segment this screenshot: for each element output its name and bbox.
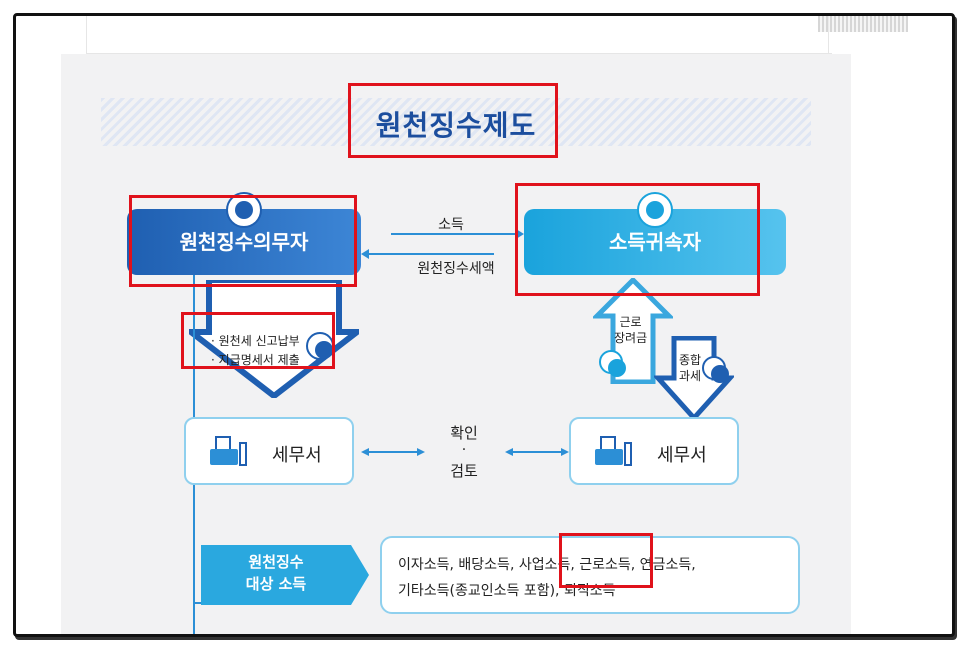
divider (86, 53, 832, 54)
header-image (818, 16, 908, 32)
tax-office-label: 세무서 (657, 445, 707, 466)
head-gear-icon (226, 192, 262, 228)
highlight-obligations (181, 312, 335, 369)
download-icon (306, 332, 334, 360)
printer-icon (595, 436, 632, 466)
person-icon (637, 192, 673, 228)
withholder-label: 원천징수의무자 (179, 230, 309, 254)
income-label: 소득 (438, 217, 464, 233)
arrowhead-right (516, 229, 524, 239)
download-icon (702, 356, 729, 383)
income-types-line1: 이자소득, 배당소득, 사업소득, 근로소득, 연금소득, (398, 557, 696, 573)
tax-office-label: 세무서 (272, 445, 322, 466)
divider (828, 16, 829, 54)
tax-office-left: 세무서 (184, 417, 354, 485)
printer-icon (210, 436, 247, 466)
check-label: 확인 (450, 424, 478, 442)
highlight-title (348, 83, 558, 158)
highlight-earner (515, 183, 760, 296)
check-dot: · (461, 442, 467, 458)
withholding-amount-label: 원천징수세액 (417, 261, 495, 277)
arrowhead-left (361, 249, 369, 259)
review-label: 검토 (450, 462, 478, 480)
withholder-box: 원천징수의무자 (127, 209, 361, 275)
tax-office-right: 세무서 (569, 417, 739, 485)
divider (86, 16, 87, 54)
diagram-title: 원천징수제도 (375, 109, 537, 142)
earned-credit-label: 근로 장려금 (614, 315, 648, 345)
obligation-line2: · 지급명세서 제출 (211, 353, 300, 367)
arrowhead (417, 448, 425, 456)
title-band (101, 98, 811, 146)
highlight-earned-income (559, 533, 653, 588)
highlight-withholder (129, 195, 357, 287)
target-income-label: 원천징수 대상 소득 (201, 551, 351, 595)
diagram-panel: 원천징수제도 원천징수의무자 소득귀속자 소득 원천징수세액 · 원천세 신고납… (61, 54, 851, 634)
combined-tax-label: 종합 과세 (679, 353, 702, 383)
screenshot-frame: 원천징수제도 원천징수의무자 소득귀속자 소득 원천징수세액 · 원천세 신고납… (13, 13, 955, 637)
earner-label: 소득귀속자 (609, 230, 701, 254)
review-arrows (361, 448, 569, 456)
arrowhead (361, 448, 369, 456)
arrowhead (505, 448, 513, 456)
obligation-line1: · 원천세 신고납부 (211, 334, 300, 348)
upload-icon (599, 350, 626, 377)
target-income-badge (201, 545, 369, 605)
flow-arrows (361, 229, 524, 259)
target-line2: 대상 소득 (245, 575, 307, 593)
target-line1: 원천징수 (248, 553, 304, 571)
arrowhead (561, 448, 569, 456)
report-down-arrow (189, 280, 359, 398)
